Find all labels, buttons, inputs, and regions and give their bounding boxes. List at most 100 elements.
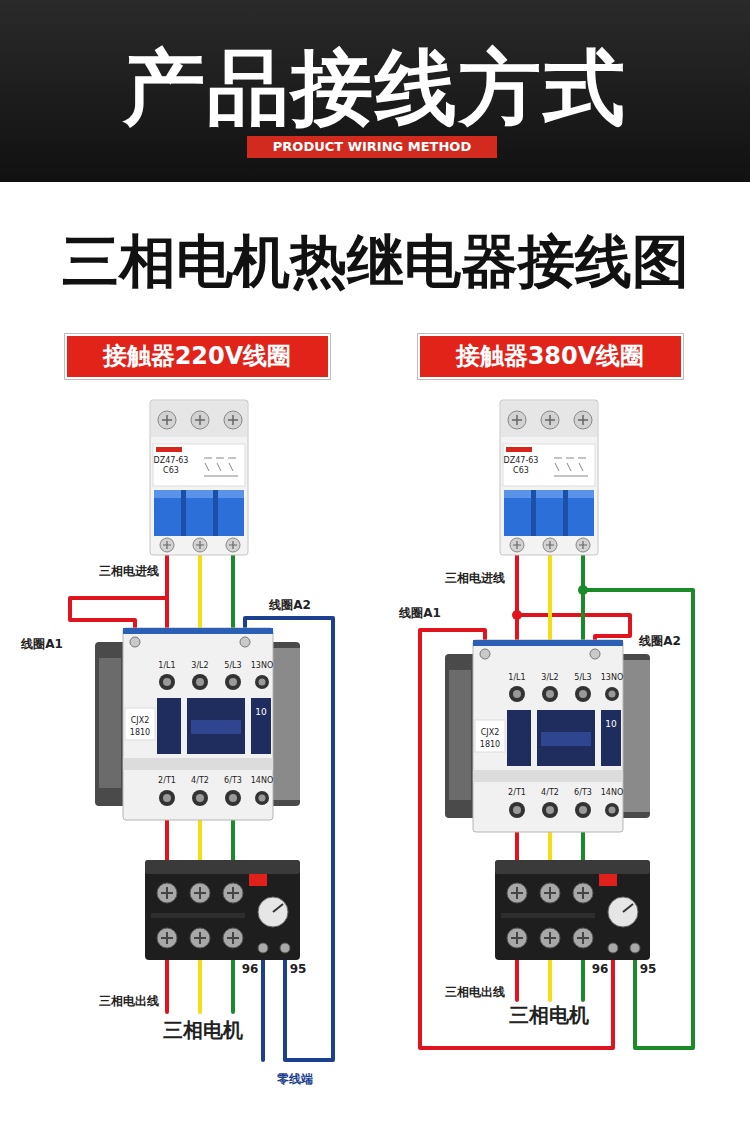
contact-mark: 10	[605, 719, 616, 729]
contactor	[445, 640, 650, 832]
motor-label: 三相电机	[161, 1019, 245, 1042]
label-wrap: 13NO	[251, 654, 273, 672]
model-text: CJX2	[131, 716, 150, 725]
label-wrap: 三相电机热继电器接线图	[62, 229, 689, 295]
banner-text: 接触器220V线圈	[103, 343, 292, 369]
label-wrap: 三相电进线	[97, 561, 161, 579]
thermal-relay	[145, 860, 300, 960]
label-wrap: CJX2	[131, 709, 150, 727]
label-wrap: DZ47-63	[504, 449, 539, 467]
label-wrap: 95	[288, 959, 309, 977]
label-wrap: 三相电进线	[443, 568, 507, 586]
section-banner: 接触器380V线圈	[418, 334, 683, 379]
label-wrap: 线圈A1	[397, 603, 443, 621]
terminal-number: 96	[240, 963, 261, 977]
label-wrap: 5/L3	[224, 654, 241, 672]
label-wrap: 4/T2	[541, 781, 559, 799]
label-wrap: 95	[638, 959, 659, 977]
rating-text: C63	[163, 466, 179, 475]
coil-label: 线圈A1	[19, 638, 65, 652]
label-wrap: C63	[513, 459, 529, 477]
label-wrap: 14NO	[251, 769, 273, 787]
contact-mark: 10	[255, 707, 266, 717]
terminal-label: 13NO	[251, 661, 273, 670]
label-wrap: DZ47-63	[154, 449, 189, 467]
coil-label: 线圈A1	[397, 607, 443, 621]
terminal-label: 1/L1	[508, 673, 525, 682]
terminal-label: 14NO	[601, 788, 623, 797]
left-wires	[70, 555, 333, 1060]
neutral-label: 零线端	[275, 1073, 315, 1087]
label-wrap: 零线端	[275, 1069, 315, 1087]
terminal-label: 3/L2	[191, 661, 208, 670]
label-wrap: 10	[255, 701, 266, 719]
page-title: 产品接线方式	[123, 41, 627, 135]
coil-label: 线圈A2	[637, 635, 683, 649]
wire-label: 三相电出线	[97, 995, 161, 1009]
contactor	[95, 628, 300, 820]
terminal-label: 5/L3	[224, 661, 241, 670]
label-wrap: 5/L3	[574, 666, 591, 684]
label-wrap: 96	[590, 959, 611, 977]
model-text: CJX2	[481, 728, 500, 737]
thermal-relay	[495, 860, 650, 960]
wire-label: 三相电进线	[97, 565, 161, 579]
terminal-number: 95	[288, 963, 309, 977]
rating-text: C63	[513, 466, 529, 475]
model-text: 1810	[480, 740, 500, 749]
terminal-label: 6/T3	[224, 776, 242, 785]
circuit-breaker	[500, 400, 598, 555]
label-wrap: 3/L2	[541, 666, 558, 684]
label-wrap: 1810	[480, 733, 500, 751]
terminal-label: 2/T1	[158, 776, 176, 785]
label-wrap: 1810	[130, 721, 150, 739]
label-wrap: 线圈A2	[637, 631, 683, 649]
banner-text: 接触器380V线圈	[456, 343, 645, 369]
english-banner: PRODUCT WIRING METHOD	[247, 136, 497, 158]
label-wrap: 线圈A2	[267, 595, 313, 613]
header-band	[0, 0, 750, 182]
terminal-label: 4/T2	[541, 788, 559, 797]
terminal-label: 14NO	[251, 776, 273, 785]
terminal-number: 95	[638, 963, 659, 977]
label-wrap: 3/L2	[191, 654, 208, 672]
wire-label: 三相电进线	[443, 572, 507, 586]
banner-text: PRODUCT WIRING METHOD	[273, 140, 471, 154]
wire-label: 三相电出线	[443, 986, 507, 1000]
model-text: DZ47-63	[154, 456, 189, 465]
terminal-label: 2/T1	[508, 788, 526, 797]
label-wrap: 三相电机	[161, 1019, 245, 1042]
label-wrap: 6/T3	[574, 781, 592, 799]
coil-label: 线圈A2	[267, 599, 313, 613]
label-wrap: 6/T3	[224, 769, 242, 787]
label-wrap: 2/T1	[158, 769, 176, 787]
label-wrap: 14NO	[601, 781, 623, 799]
terminal-label: 4/T2	[191, 776, 209, 785]
title-wrap: 产品接线方式	[123, 41, 627, 135]
label-wrap: C63	[163, 459, 179, 477]
terminal-label: 5/L3	[574, 673, 591, 682]
motor-label: 三相电机	[507, 1004, 591, 1027]
terminal-label: 3/L2	[541, 673, 558, 682]
label-wrap: CJX2	[481, 721, 500, 739]
label-wrap: 三相电出线	[97, 991, 161, 1009]
terminal-number: 96	[590, 963, 611, 977]
label-wrap: 10	[605, 713, 616, 731]
model-text: DZ47-63	[504, 456, 539, 465]
label-wrap: 线圈A1	[19, 634, 65, 652]
label-wrap: 96	[240, 959, 261, 977]
subtitle: 三相电机热继电器接线图	[62, 229, 689, 295]
label-wrap: 4/T2	[191, 769, 209, 787]
label-wrap: 2/T1	[508, 781, 526, 799]
label-wrap: 1/L1	[508, 666, 525, 684]
label-wrap: 三相电机	[507, 1004, 591, 1027]
circuit-breaker	[150, 400, 248, 555]
right-wires	[420, 555, 693, 1048]
label-wrap: 13NO	[601, 666, 623, 684]
section-banner: 接触器220V线圈	[65, 334, 330, 379]
terminal-label: 6/T3	[574, 788, 592, 797]
label-wrap: 1/L1	[158, 654, 175, 672]
model-text: 1810	[130, 728, 150, 737]
terminal-label: 13NO	[601, 673, 623, 682]
terminal-label: 1/L1	[158, 661, 175, 670]
